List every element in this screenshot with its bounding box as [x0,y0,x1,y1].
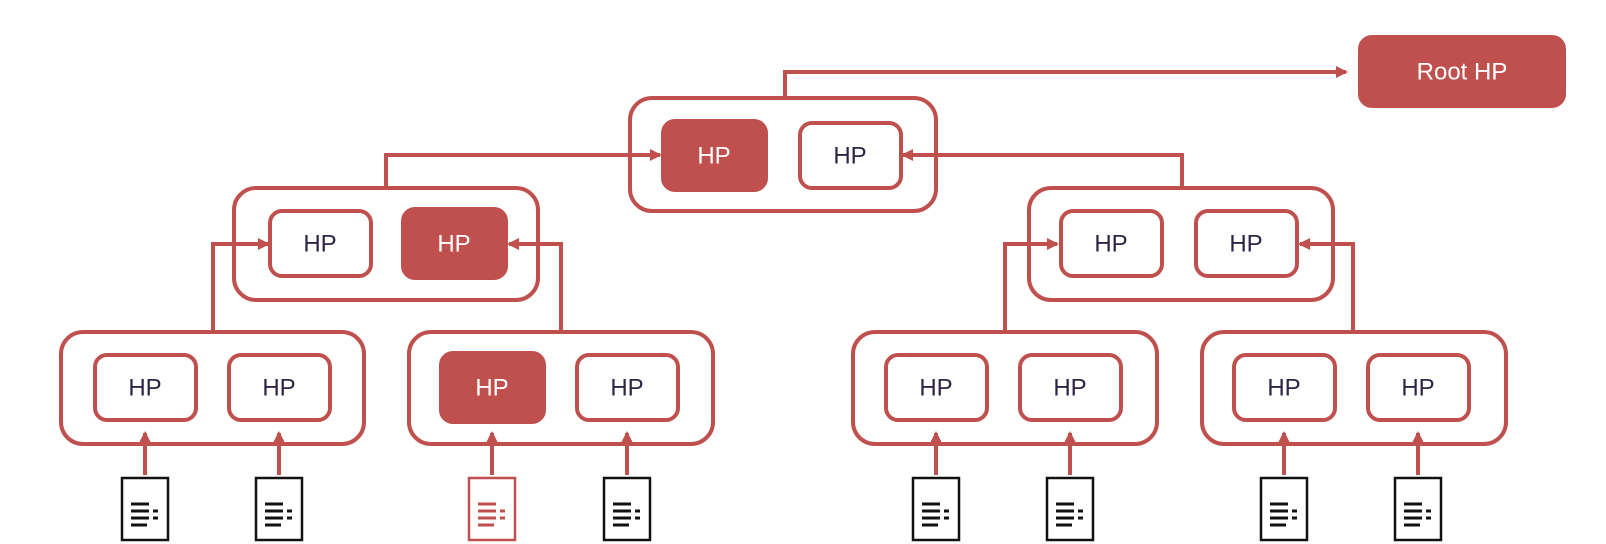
group-top [628,96,938,213]
document-icon [1259,476,1309,542]
node-label: HP [697,143,730,170]
node-midleft-0[interactable]: HP [268,209,373,278]
node-label: HP [437,231,470,258]
group-mid-left [232,186,540,302]
node-label: HP [833,143,866,170]
node-midleft-1[interactable]: HP [401,207,508,280]
document-icon [1045,476,1095,542]
document-icon [467,476,517,542]
node-label: HP [1229,231,1262,258]
connector-top-to-root [783,66,1348,98]
node-label: HP [1094,231,1127,258]
node-leaf-0-1[interactable]: HP [227,353,332,422]
documents [120,431,1443,542]
connector-leaf1-to-midleft [211,238,270,332]
document-icon [1393,476,1443,542]
connector-leaf2-to-midleft [507,238,563,332]
node-label: HP [1267,375,1300,402]
node-midright-0[interactable]: HP [1059,209,1164,278]
group-mid-right [1027,186,1335,302]
group-containers [59,96,1508,446]
group-leaf-4 [1200,330,1508,446]
group-leaf-1 [59,330,366,446]
connectors [211,66,1355,332]
node-label: HP [262,375,295,402]
connector-midright-to-top [901,149,1184,188]
node-leaf-3-1[interactable]: HP [1366,353,1471,422]
node-label: HP [919,375,952,402]
node-label: HP [128,375,161,402]
document-icon [602,476,652,542]
document-icon [120,476,170,542]
node-label: HP [303,231,336,258]
node-leaf-0-0[interactable]: HP [93,353,198,422]
group-leaf-3 [851,330,1159,446]
root-node-label: Root HP [1417,59,1508,86]
node-label: HP [1053,375,1086,402]
node-label: HP [610,375,643,402]
node-label: HP [475,375,508,402]
node-leaf-2-0[interactable]: HP [884,353,989,422]
group-leaf-2 [407,330,715,446]
document-icon [911,476,961,542]
document-icon [254,476,304,542]
node-top-1[interactable]: HP [798,121,903,190]
node-leaf-3-0[interactable]: HP [1232,353,1337,422]
root-node[interactable]: Root HP [1358,35,1566,108]
node-top-0[interactable]: HP [661,119,768,192]
connector-midleft-to-top [384,149,662,188]
node-label: HP [1401,375,1434,402]
node-leaf-2-1[interactable]: HP [1018,353,1123,422]
node-leaf-1-1[interactable]: HP [575,353,680,422]
connector-leaf4-to-midright [1298,238,1355,332]
node-leaf-1-0[interactable]: HP [439,351,546,424]
node-midright-1[interactable]: HP [1194,209,1299,278]
connector-leaf3-to-midright [1003,238,1059,332]
